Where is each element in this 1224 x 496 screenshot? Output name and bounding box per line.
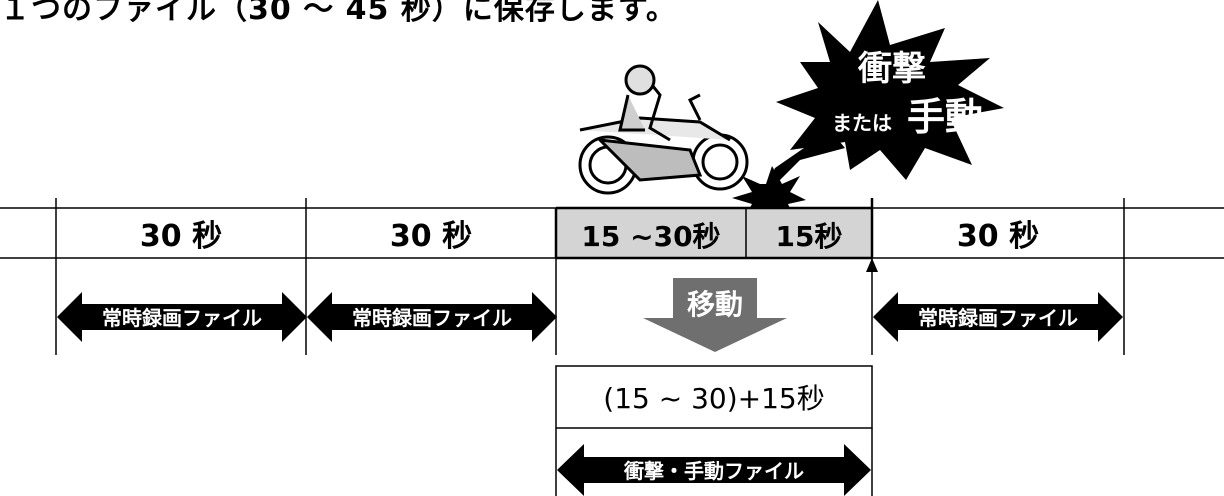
burst-line2-small: または — [832, 111, 892, 135]
segment-label-2: 30 秒 — [390, 219, 472, 254]
normal-file-arrow-2 — [307, 292, 557, 342]
timeline — [0, 198, 1224, 355]
move-label: 移動 — [687, 288, 743, 321]
highlight-segment — [556, 208, 872, 258]
segment-label-5: 30 秒 — [957, 219, 1039, 254]
motorcycle-illustration — [578, 64, 749, 195]
normal-file-arrow-3 — [873, 292, 1123, 342]
heading-text: １つのファイル（30 ～ 45 秒）に保存します。 — [0, 0, 677, 27]
combined-duration-box — [555, 365, 873, 429]
segment-label-4: 15秒 — [776, 220, 843, 253]
impact-file-label: 衝撃・手動ファイル — [623, 459, 804, 483]
normal-file-label-2: 常時録画ファイル — [352, 306, 512, 330]
move-arrow — [643, 278, 787, 352]
normal-file-label-1: 常時録画ファイル — [102, 306, 262, 330]
combined-duration-label: (15 ~ 30)+15秒 — [603, 382, 824, 415]
burst-line1: 衝撃 — [857, 49, 926, 89]
normal-file-label-3: 常時録画ファイル — [918, 306, 1078, 330]
normal-file-arrow-1 — [57, 292, 307, 342]
event-pointer-icon — [866, 258, 878, 272]
burst-line2-big: 手動 — [907, 95, 983, 139]
segment-label-3: 15 ~30秒 — [581, 220, 720, 253]
impact-file-arrow — [557, 444, 871, 496]
segment-label-1: 30 秒 — [140, 219, 222, 254]
